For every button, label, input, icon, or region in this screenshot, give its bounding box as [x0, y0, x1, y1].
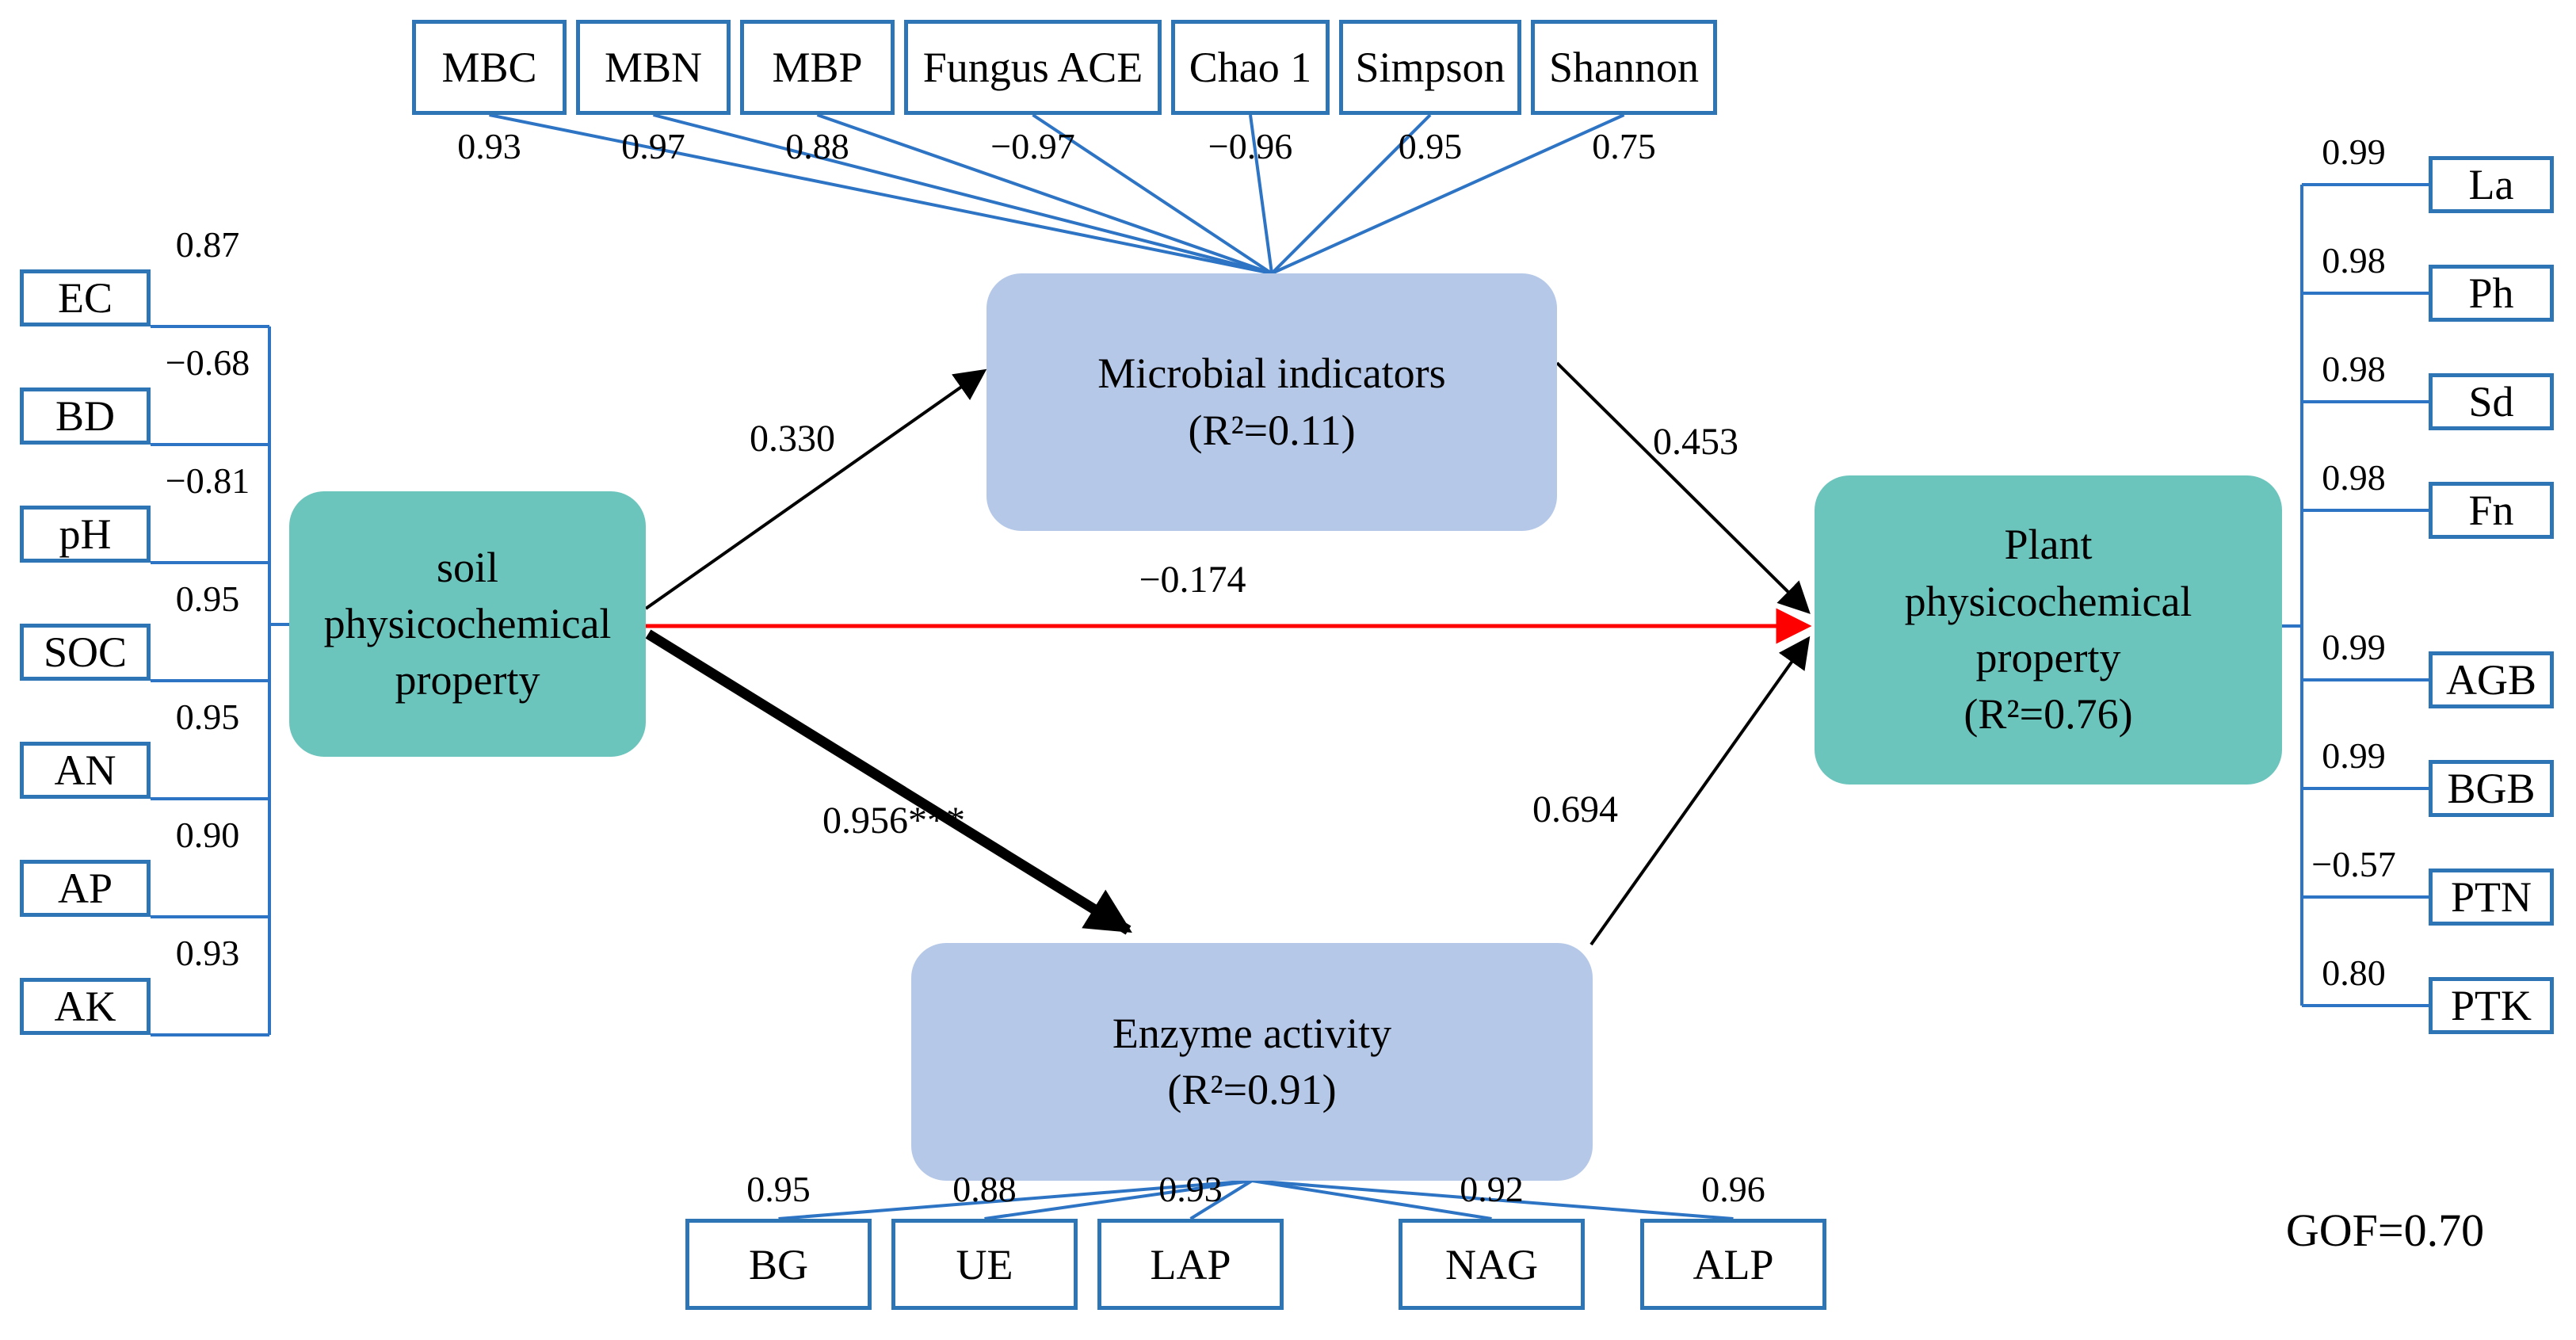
indicator-la: La: [2429, 156, 2554, 213]
indicator-an: AN: [20, 742, 151, 799]
loading-an: 0.95: [175, 697, 240, 737]
indicator-ak: AK: [20, 978, 151, 1035]
path-label-soil-to-enzyme: 0.956***: [822, 800, 965, 842]
indicator-mbp: MBP: [740, 20, 895, 115]
loading-fungus-ace: −0.97: [990, 126, 1075, 166]
connector-shannon: [1271, 113, 1625, 275]
indicator-ph: Ph: [2429, 265, 2554, 322]
loading-shannon: 0.75: [1592, 126, 1656, 166]
indicator-fn: Fn: [2429, 482, 2554, 539]
loading-fn: 0.98: [2322, 457, 2386, 498]
indicator-sd: Sd: [2429, 373, 2554, 430]
loading-ptk: 0.80: [2322, 953, 2386, 993]
loading-mbp: 0.88: [785, 126, 849, 166]
indicator-nag: NAG: [1399, 1219, 1585, 1310]
path-label-soil-to-plant: −0.174: [1139, 559, 1246, 601]
loading-chao-1: −0.96: [1208, 126, 1293, 166]
latent-box-enzyme: Enzyme activity (R²=0.91): [911, 943, 1593, 1181]
indicator-mbc: MBC: [412, 20, 567, 115]
indicator-shannon: Shannon: [1531, 20, 1717, 115]
path-label-soil-to-microbial: 0.330: [750, 418, 835, 460]
connector-chao-1: [1249, 114, 1273, 274]
loading-soc: 0.95: [175, 578, 240, 619]
latent-label-enzyme-line-0: Enzyme activity: [1112, 1009, 1392, 1057]
loading-agb: 0.99: [2322, 627, 2386, 667]
path-label-enzyme-to-plant: 0.694: [1532, 788, 1618, 830]
indicator-ptn: PTN: [2429, 869, 2554, 926]
latent-label-soil-line-1: physicochemical: [323, 599, 612, 647]
loading-sd: 0.98: [2322, 349, 2386, 389]
indicator-chao-1: Chao 1: [1171, 20, 1330, 115]
connector-bg: [778, 1179, 1253, 1220]
latent-label-soil-line-0: soil: [436, 543, 499, 591]
latent-box-soil: soil physicochemical property: [289, 491, 646, 757]
loading-simpson: 0.95: [1398, 126, 1463, 166]
latent-label-microbial-line-1: (R²=0.11): [1188, 406, 1356, 454]
connector-mbn: [653, 113, 1273, 275]
loading-mbc: 0.93: [457, 126, 521, 166]
indicator-lap: LAP: [1097, 1219, 1284, 1310]
edge-soil-to-microbial: [644, 368, 987, 610]
path-label-microbial-to-plant: 0.453: [1653, 421, 1738, 463]
loading-ptn: −0.57: [2311, 844, 2396, 884]
indicator-soc: SOC: [20, 624, 151, 681]
connector-lap: [1189, 1179, 1254, 1220]
indicator-ec: EC: [20, 269, 151, 326]
latent-box-plant: Plant physicochemical property (R²=0.76): [1815, 475, 2282, 785]
connector-mbp: [816, 113, 1273, 275]
latent-label-plant-line-1: physicochemical: [1904, 577, 2192, 625]
indicator-ph: pH: [20, 506, 151, 563]
loading-alp: 0.96: [1701, 1169, 1765, 1209]
latent-label-plant-line-0: Plant: [2004, 521, 2093, 569]
indicator-alp: ALP: [1640, 1219, 1826, 1310]
latent-box-microbial: Microbial indicators (R²=0.11): [987, 273, 1557, 531]
loading-ec: 0.87: [175, 224, 240, 265]
loading-ph: −0.81: [165, 460, 250, 501]
latent-label-microbial-line-0: Microbial indicators: [1097, 349, 1446, 398]
loading-ak: 0.93: [175, 933, 240, 973]
loading-ap: 0.90: [175, 815, 240, 855]
connector-simpson: [1270, 113, 1432, 275]
loading-bd: −0.68: [165, 342, 250, 383]
indicator-fungus-ace: Fungus ACE: [904, 20, 1162, 115]
connector-ue: [984, 1179, 1253, 1220]
latent-label-plant-line-2: property: [1975, 634, 2121, 681]
connector-fungus-ace: [1032, 113, 1273, 275]
loading-nag: 0.92: [1460, 1169, 1524, 1209]
loading-lap: 0.93: [1158, 1169, 1223, 1209]
indicator-bgb: BGB: [2429, 760, 2554, 817]
latent-label-soil-line-2: property: [395, 656, 540, 704]
indicator-mbn: MBN: [576, 20, 731, 115]
indicator-agb: AGB: [2429, 651, 2554, 708]
loading-ph: 0.98: [2322, 240, 2386, 281]
indicator-simpson: Simpson: [1339, 20, 1521, 115]
indicator-ptk: PTK: [2429, 977, 2554, 1034]
indicator-bd: BD: [20, 387, 151, 445]
connector-alp: [1251, 1179, 1734, 1220]
connector-mbc: [489, 113, 1273, 275]
connector-nag: [1251, 1179, 1492, 1220]
edge-enzyme-to-plant: [1589, 636, 1811, 946]
edge-microbial-to-plant: [1555, 361, 1811, 614]
latent-label-enzyme-line-1: (R²=0.91): [1167, 1066, 1337, 1113]
indicator-bg: BG: [685, 1219, 872, 1310]
loading-bg: 0.95: [746, 1169, 811, 1209]
gof-label: GOF=0.70: [2285, 1204, 2485, 1256]
indicator-ap: AP: [20, 860, 151, 917]
loading-ue: 0.88: [952, 1169, 1017, 1209]
loading-bgb: 0.99: [2322, 735, 2386, 776]
edge-soil-to-enzyme: [645, 629, 1132, 935]
loading-la: 0.99: [2322, 132, 2386, 172]
indicator-ue: UE: [891, 1219, 1078, 1310]
loading-mbn: 0.97: [621, 126, 685, 166]
latent-label-plant-line-3: (R²=0.76): [1963, 690, 2133, 739]
